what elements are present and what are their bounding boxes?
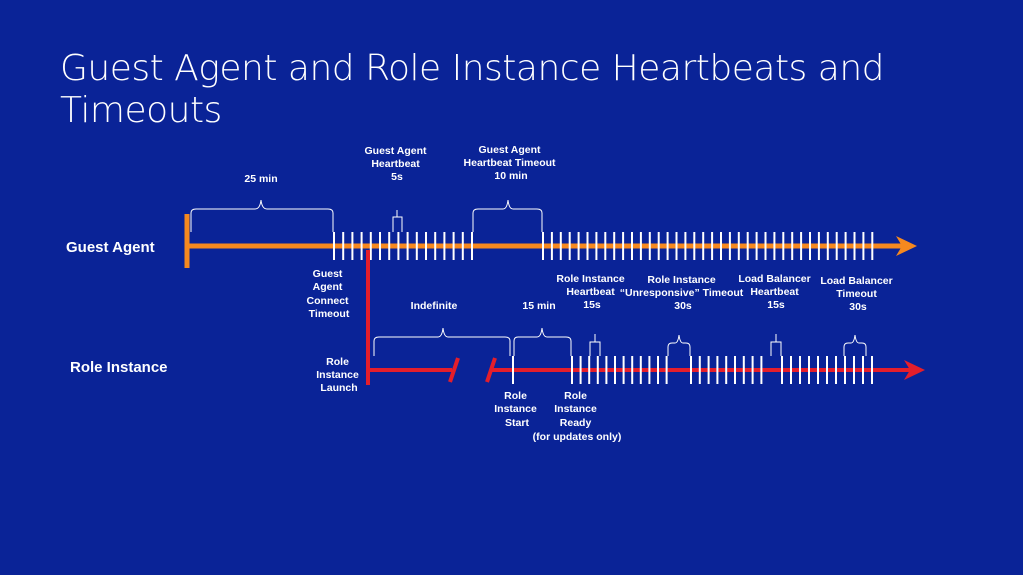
label-ri-unresponsive: Role Instance “Unresponsive” Timeout 30s [620,274,746,312]
break-mark-right [485,357,497,383]
guest-agent-timeline [184,214,917,268]
guest-agent-row-label: Guest Agent [66,239,155,256]
role-instance-arrowhead [904,360,925,380]
brace-ri-unresponsive [667,334,691,356]
brace-ga-heartbeat [392,210,403,232]
brace-ga-heartbeat-timeout [472,199,543,232]
label-ri-start: Role Instance Start [494,390,540,429]
brace-25min [190,199,334,232]
braces [190,199,867,356]
brace-lb-heartbeat [770,334,782,356]
label-ga-heartbeat: Guest Agent Heartbeat 5s [365,145,430,183]
label-ga-connect-timeout: Guest Agent Connect Timeout [307,268,352,320]
label-15min: 15 min [522,300,555,312]
brace-lb-timeout [843,334,867,356]
label-25min: 25 min [244,173,277,185]
label-ri-launch: Role Instance Launch [316,356,362,394]
guest-agent-heartbeat-ticks [333,232,874,260]
brace-ri-heartbeat [589,334,601,356]
slide-title: Guest Agent and Role Instance Heartbeats… [60,48,960,132]
label-ri-ready: Role Instance Ready (for updates only) [533,390,622,443]
label-ga-heartbeat-timeout: Guest Agent Heartbeat Timeout 10 min [464,144,559,182]
brace-15min [513,327,572,356]
title-line-1: Guest Agent and Role Instance Heartbeats… [60,48,884,89]
label-lb-timeout: Load Balancer Timeout 30s [820,275,895,313]
role-instance-timeline [368,356,925,384]
break-mark-left [448,357,460,383]
brace-indefinite [373,327,511,356]
title-line-2: Timeouts [60,90,222,131]
guest-agent-arrowhead [896,236,917,256]
label-lb-heartbeat: Load Balancer Heartbeat 15s [738,273,813,311]
label-indefinite: Indefinite [411,300,458,312]
label-ri-heartbeat: Role Instance Heartbeat 15s [556,273,627,311]
role-instance-heartbeat-ticks [571,356,873,384]
role-instance-row-label: Role Instance [70,359,168,376]
